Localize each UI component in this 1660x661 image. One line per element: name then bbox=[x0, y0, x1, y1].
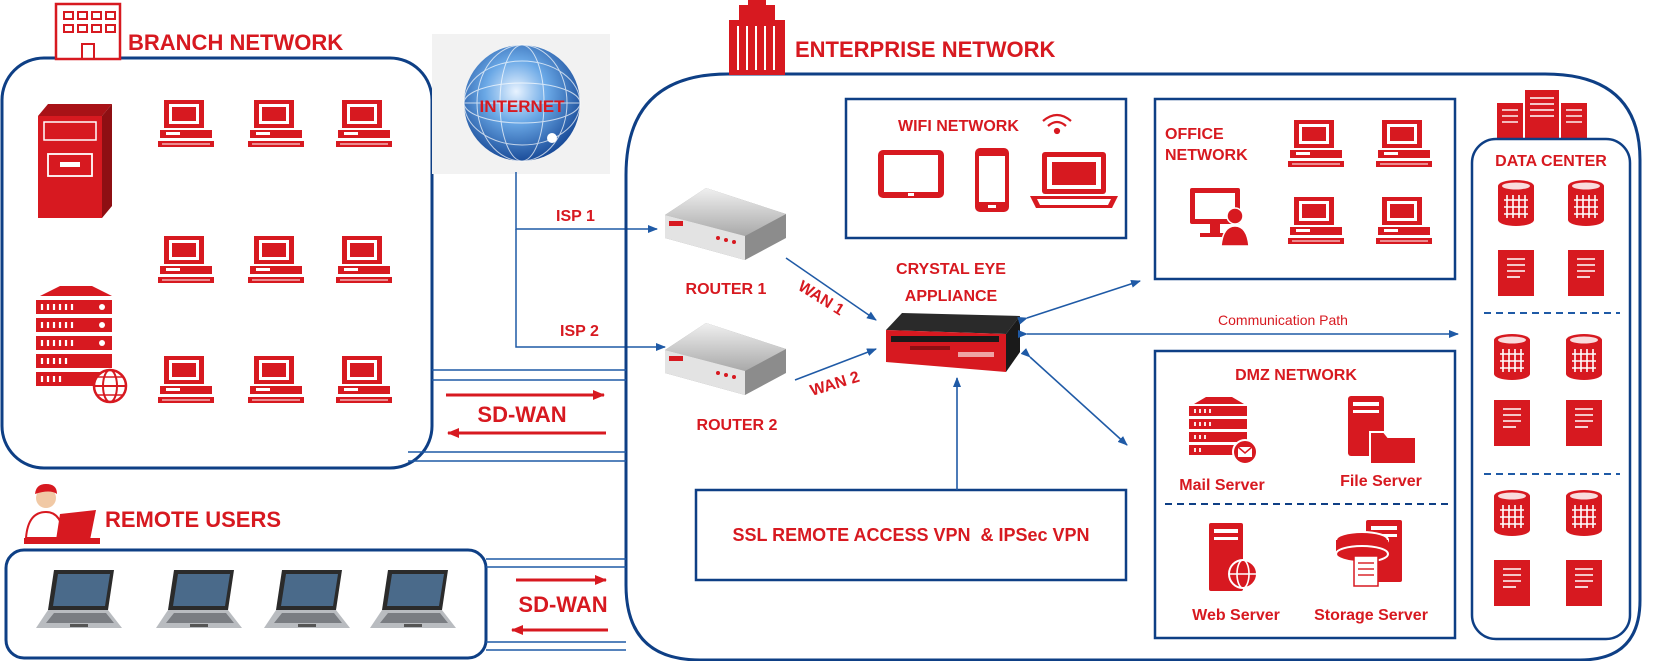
server-icon bbox=[1565, 559, 1603, 607]
office-user-workstation-icon bbox=[1190, 188, 1250, 247]
internet-globe: INTERNET bbox=[432, 34, 610, 174]
server-icon bbox=[1497, 249, 1535, 297]
enterprise-building-icon bbox=[729, 0, 785, 75]
database-icon bbox=[1497, 179, 1535, 227]
branch-building-icon bbox=[54, 2, 122, 61]
remote-sdwan-label: SD-WAN bbox=[518, 592, 607, 617]
database-icon bbox=[1565, 333, 1603, 381]
dmz-network: DMZ NETWORK Mail Server bbox=[1153, 349, 1457, 640]
branch-computer-icon bbox=[335, 235, 393, 284]
router-2-icon bbox=[665, 323, 786, 395]
branch-computer-icon bbox=[247, 355, 305, 404]
dmz-network-box bbox=[1153, 349, 1457, 640]
web-server-rack-icon bbox=[36, 286, 128, 404]
branch-computer-icon bbox=[157, 235, 215, 284]
storage-server-label: Storage Server bbox=[1314, 607, 1428, 624]
office-network-title-line2: NETWORK bbox=[1165, 147, 1248, 164]
branch-computer-icon bbox=[335, 355, 393, 404]
laptop-icon bbox=[1030, 152, 1118, 208]
wan2-label: WAN 2 bbox=[808, 369, 862, 400]
remote-users: REMOTE USERS bbox=[4, 484, 488, 660]
wifi-icon bbox=[1042, 113, 1072, 135]
database-icon bbox=[1493, 489, 1531, 537]
vpn-box: SSL REMOTE ACCESS VPN & IPSec VPN bbox=[694, 488, 1128, 582]
remote-user-icon bbox=[24, 484, 100, 544]
communication-path-label: Communication Path bbox=[1218, 312, 1348, 328]
enterprise-network-title: ENTERPRISE NETWORK bbox=[795, 37, 1055, 62]
isp1-label: ISP 1 bbox=[556, 208, 595, 225]
web-server-label: Web Server bbox=[1192, 607, 1280, 624]
dmz-network-title: DMZ NETWORK bbox=[1235, 367, 1357, 384]
data-center-title: DATA CENTER bbox=[1495, 153, 1607, 170]
smartphone-icon bbox=[975, 148, 1009, 212]
enterprise-network-box bbox=[624, 72, 1642, 661]
file-server-label: File Server bbox=[1340, 473, 1422, 490]
server-icon bbox=[1567, 249, 1605, 297]
wifi-network-title: WIFI NETWORK bbox=[898, 118, 1019, 135]
isp2-label: ISP 2 bbox=[560, 323, 599, 340]
remote-users-box bbox=[4, 548, 488, 660]
mail-server-icon bbox=[1189, 397, 1258, 465]
branch-computer-icon bbox=[157, 355, 215, 404]
branch-computer-icon bbox=[157, 99, 215, 148]
data-center: DATA CENTER bbox=[1470, 90, 1632, 641]
branch-network-title: BRANCH NETWORK bbox=[128, 30, 343, 55]
remote-users-title: REMOTE USERS bbox=[105, 507, 281, 532]
mail-server-label: Mail Server bbox=[1179, 477, 1264, 494]
branch-computer-icon bbox=[335, 99, 393, 148]
file-server-icon bbox=[1348, 396, 1417, 465]
remote-sdwan-link: SD-WAN bbox=[486, 558, 626, 651]
router-2-label: ROUTER 2 bbox=[697, 417, 778, 434]
server-icon bbox=[1565, 399, 1603, 447]
branch-sdwan-label: SD-WAN bbox=[477, 402, 566, 427]
crystal-eye-appliance-icon bbox=[886, 313, 1020, 372]
office-network: OFFICE NETWORK bbox=[1153, 97, 1457, 281]
router-1-icon bbox=[665, 188, 786, 260]
branch-network-box bbox=[0, 56, 434, 470]
tower-server-icon bbox=[38, 104, 112, 218]
enterprise-network: ENTERPRISE NETWORK ROUTER 1 ROUTER 2 WAN… bbox=[624, 0, 1642, 661]
wifi-network: WIFI NETWORK bbox=[844, 97, 1128, 240]
database-icon bbox=[1567, 179, 1605, 227]
internet-label: INTERNET bbox=[480, 97, 566, 116]
server-icon bbox=[1493, 399, 1531, 447]
office-network-title-line1: OFFICE bbox=[1165, 126, 1224, 143]
database-icon bbox=[1565, 489, 1603, 537]
data-center-icon bbox=[1497, 90, 1587, 140]
appliance-links: Communication Path bbox=[1017, 279, 1459, 446]
appliance-label-line1: CRYSTAL EYE bbox=[896, 261, 1006, 278]
tablet-icon bbox=[878, 150, 944, 198]
branch-computer-icon bbox=[247, 99, 305, 148]
vpn-label: SSL REMOTE ACCESS VPN & IPSec VPN bbox=[732, 525, 1089, 545]
appliance-label-line2: APPLIANCE bbox=[905, 288, 998, 305]
branch-computer-icon bbox=[247, 235, 305, 284]
isp-links: ISP 1 ISP 2 bbox=[515, 172, 666, 351]
branch-network: BRANCH NETWORK bbox=[0, 2, 434, 470]
server-icon bbox=[1493, 559, 1531, 607]
router-1-label: ROUTER 1 bbox=[686, 281, 767, 298]
branch-sdwan-link: SD-WAN bbox=[408, 369, 626, 462]
wan1-label: WAN 1 bbox=[795, 278, 847, 319]
web-server-icon bbox=[1209, 523, 1258, 591]
storage-server-icon bbox=[1335, 520, 1402, 587]
database-icon bbox=[1493, 333, 1531, 381]
